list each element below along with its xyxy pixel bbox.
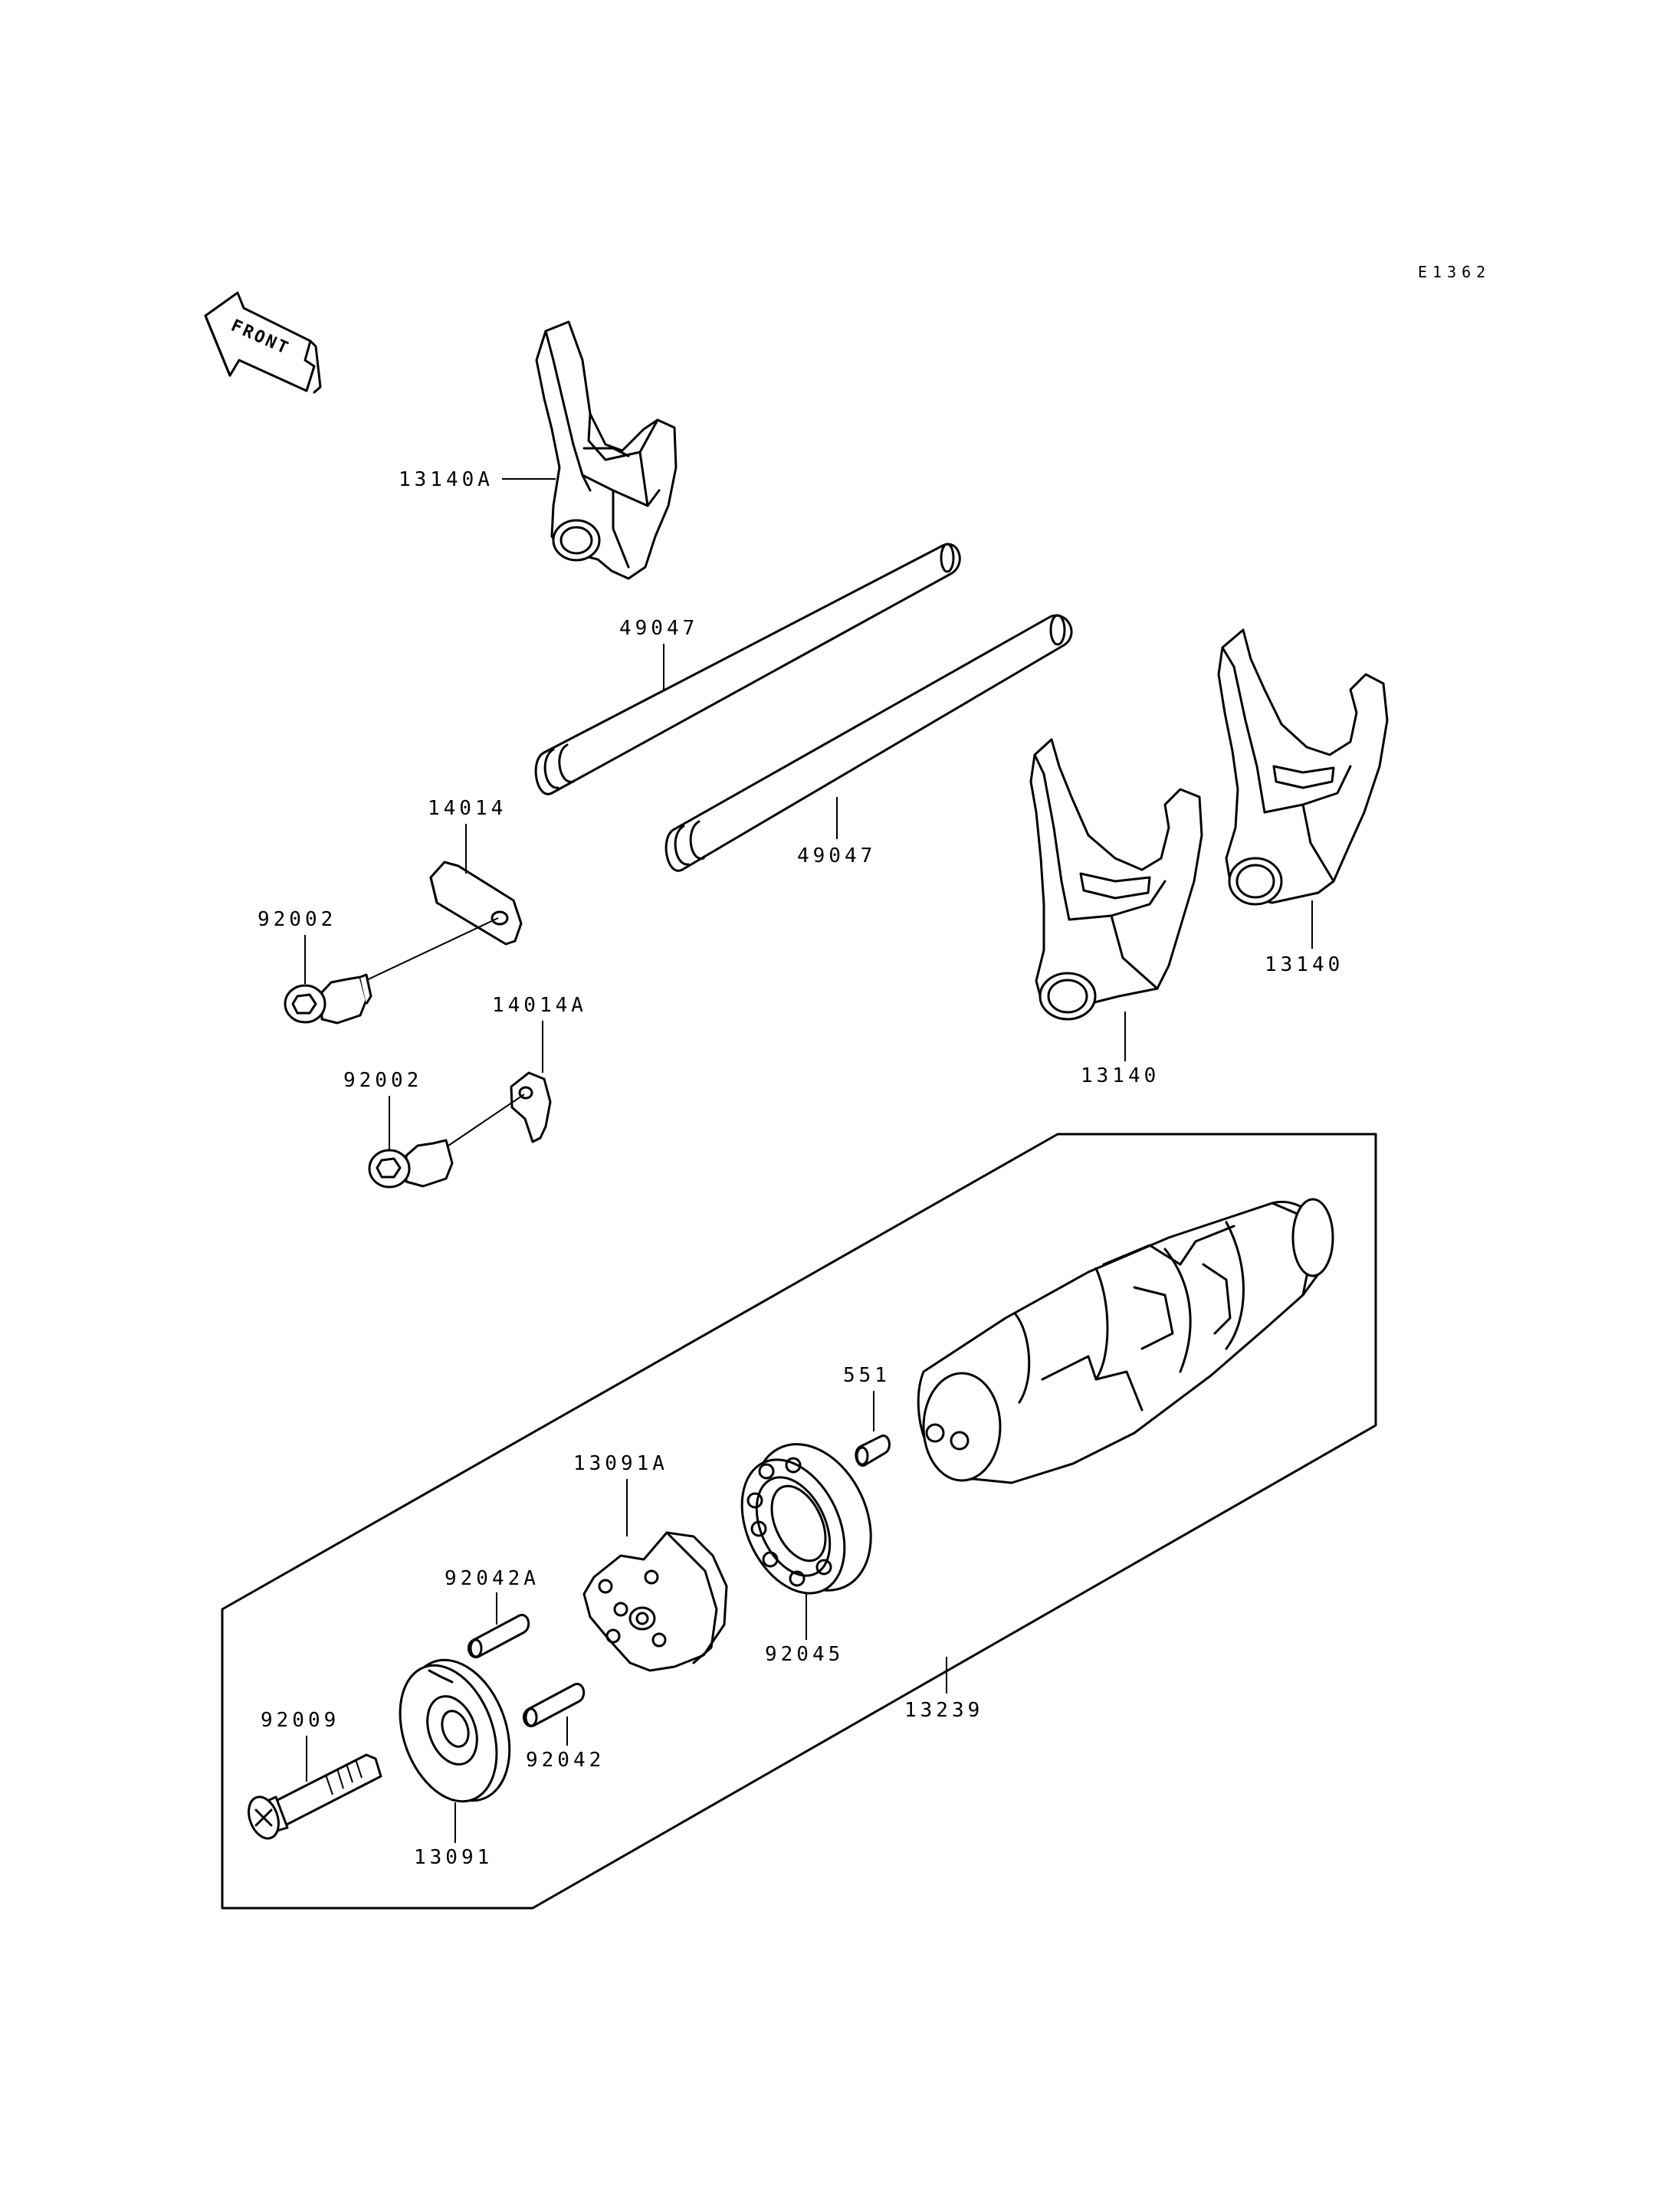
label-551: 551 (843, 1364, 891, 1387)
bearing-92045 (740, 1443, 872, 1595)
shift-fork-13140A (535, 320, 678, 580)
plate-14014A (510, 1071, 552, 1143)
label-92042A: 92042A (445, 1567, 540, 1590)
shift-rod-upper (534, 543, 961, 795)
shift-fork-13140-right (1217, 628, 1389, 906)
front-arrow-icon: FRONT (204, 291, 322, 394)
shift-drum (917, 1198, 1334, 1484)
screw-92009 (248, 1753, 382, 1840)
assembly-outline (221, 1133, 1377, 1910)
bolt-92002-lower (368, 1094, 525, 1189)
label-13140-right: 13140 (1265, 953, 1344, 976)
label-92042: 92042 (526, 1749, 605, 1772)
shift-rod-lower (664, 614, 1073, 872)
label-92002-lower: 92002 (343, 1069, 422, 1092)
plate-13091 (399, 1658, 511, 1803)
label-14014A: 14014A (492, 994, 587, 1017)
shift-fork-13140-center (1029, 738, 1203, 1021)
label-92045: 92045 (765, 1643, 844, 1666)
pin-92042 (522, 1683, 586, 1727)
pin-92042A (467, 1614, 530, 1658)
label-92009: 92009 (261, 1709, 340, 1732)
label-49047-upper: 49047 (619, 617, 698, 640)
bolt-92002-upper (284, 917, 499, 1025)
label-13140-center: 13140 (1081, 1064, 1160, 1087)
label-13239: 13239 (904, 1699, 983, 1722)
label-14014: 14014 (428, 797, 507, 820)
pin-551 (855, 1435, 891, 1467)
label-13091: 13091 (414, 1846, 493, 1869)
label-92002-upper: 92002 (258, 908, 336, 931)
label-13091A: 13091A (573, 1452, 668, 1475)
drum-cam-13091A (582, 1531, 728, 1672)
plate-14014 (429, 861, 523, 946)
diagram-code: E1362 (1418, 263, 1491, 281)
label-13140A: 13140A (399, 468, 494, 491)
label-49047-lower: 49047 (797, 844, 876, 867)
